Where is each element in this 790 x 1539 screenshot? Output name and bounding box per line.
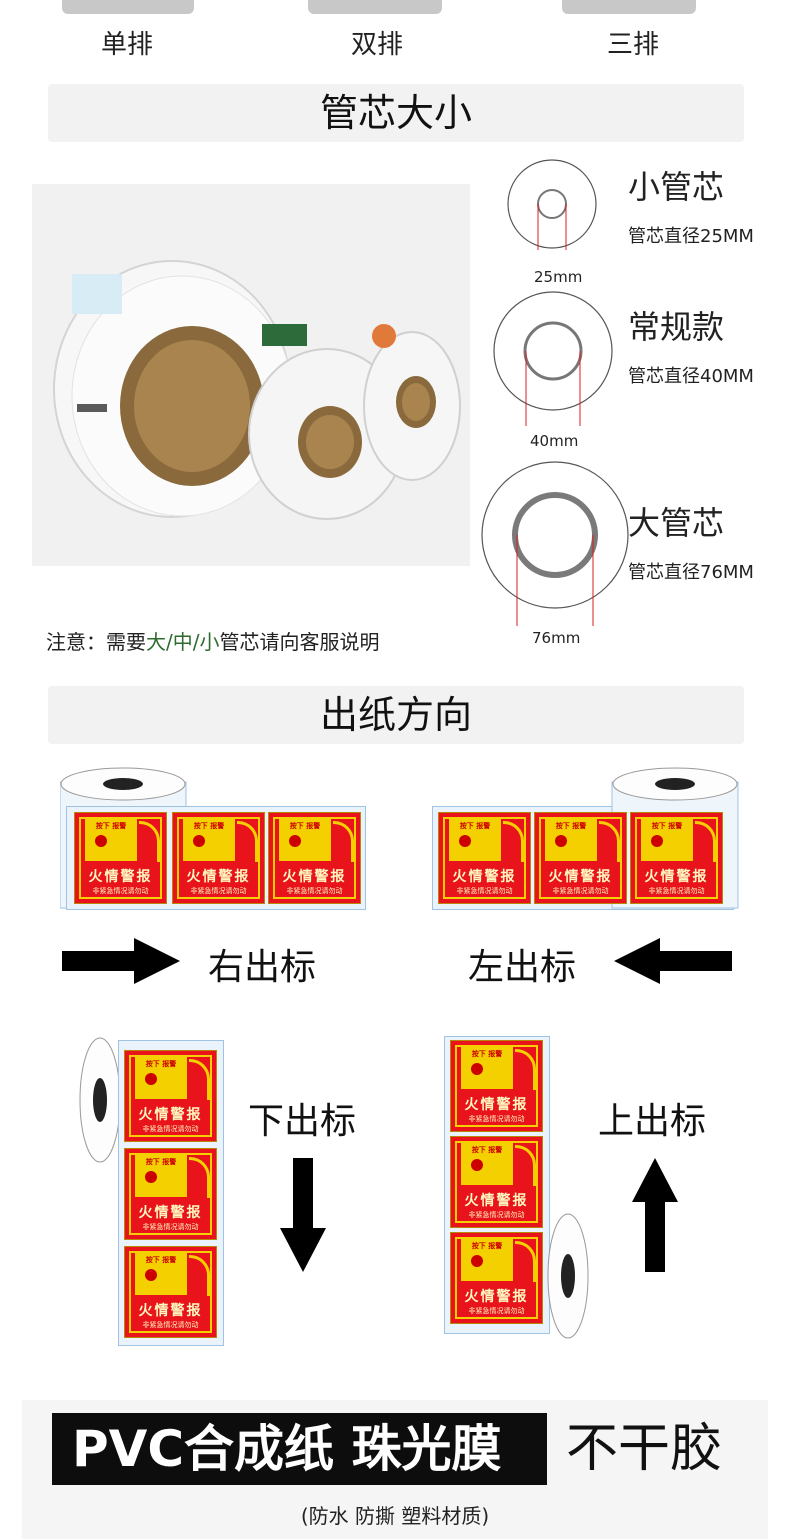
label-card: 按下 报警火情警报非紧急情况请勿动 (124, 1148, 217, 1240)
core-note-prefix: 注意：需要 (46, 630, 146, 654)
row-swatch-single (62, 0, 194, 14)
right-arrow-icon (62, 938, 180, 988)
direction-banner: 出纸方向 (48, 686, 744, 744)
large-core-diagram (480, 460, 630, 626)
material-subtitle: (防水 防撕 塑料材质) (300, 1504, 490, 1528)
label-card: 按下 报警火情警报非紧急情况请勿动 (124, 1050, 217, 1142)
core-note-suffix: 管芯请向客服说明 (219, 630, 380, 654)
normal-core-title: 常规款 (628, 308, 725, 346)
label-card: 按下 报警火情警报非紧急情况请勿动 (450, 1040, 543, 1132)
label-card: 按下 报警火情警报非紧急情况请勿动 (450, 1136, 543, 1228)
row-swatch-triple (562, 0, 696, 14)
row-label-triple: 三排 (606, 30, 659, 60)
small-core-desc: 管芯直径25MM (628, 226, 754, 247)
label-rolls-photo (32, 184, 470, 566)
large-core-size: 76mm (532, 629, 581, 647)
left-out-label: 左出标 (468, 947, 577, 988)
row-label-single: 单排 (100, 30, 153, 60)
normal-core-diagram (492, 290, 614, 426)
label-card: 按下 报警火情警报非紧急情况请勿动 (124, 1246, 217, 1338)
core-size-banner: 管芯大小 (48, 84, 744, 142)
label-card: 按下 报警火情警报非紧急情况请勿动 (268, 812, 361, 904)
core-note: 注意：需要大/中/小管芯请向客服说明 (46, 626, 380, 655)
down-out-roll (78, 1036, 126, 1164)
label-card: 按下 报警火情警报非紧急情况请勿动 (450, 1232, 543, 1324)
down-arrow-icon (280, 1158, 326, 1276)
core-note-big: 大 (146, 630, 166, 654)
core-note-sep1: / (166, 630, 173, 654)
label-card: 按下 报警火情警报非紧急情况请勿动 (630, 812, 723, 904)
core-note-sep2: / (192, 630, 200, 654)
material-banner: PVC合成纸 珠光膜 (52, 1413, 547, 1485)
core-note-mid: 中 (172, 630, 193, 654)
up-arrow-icon (632, 1158, 678, 1276)
large-core-desc: 管芯直径76MM (628, 562, 754, 583)
label-card: 按下 报警火情警报非紧急情况请勿动 (74, 812, 167, 904)
down-out-label: 下出标 (248, 1101, 357, 1142)
right-out-label: 右出标 (208, 947, 317, 988)
row-swatch-double (308, 0, 442, 14)
small-core-title: 小管芯 (628, 168, 725, 206)
left-arrow-icon (614, 938, 732, 988)
small-core-diagram (506, 158, 598, 256)
core-note-small: 小 (199, 630, 220, 654)
material-text: PVC合成纸 珠光膜 (72, 1420, 502, 1478)
up-out-label: 上出标 (598, 1101, 707, 1142)
label-card: 按下 报警火情警报非紧急情况请勿动 (172, 812, 265, 904)
adhesive-text: 不干胶 (566, 1419, 723, 1479)
normal-core-size: 40mm (530, 432, 579, 450)
label-card: 按下 报警火情警报非紧急情况请勿动 (534, 812, 627, 904)
up-out-roll (544, 1212, 592, 1340)
large-core-title: 大管芯 (628, 504, 725, 542)
small-core-size: 25mm (534, 268, 583, 286)
row-label-double: 双排 (350, 30, 403, 60)
label-card: 按下 报警火情警报非紧急情况请勿动 (438, 812, 531, 904)
normal-core-desc: 管芯直径40MM (628, 366, 754, 387)
